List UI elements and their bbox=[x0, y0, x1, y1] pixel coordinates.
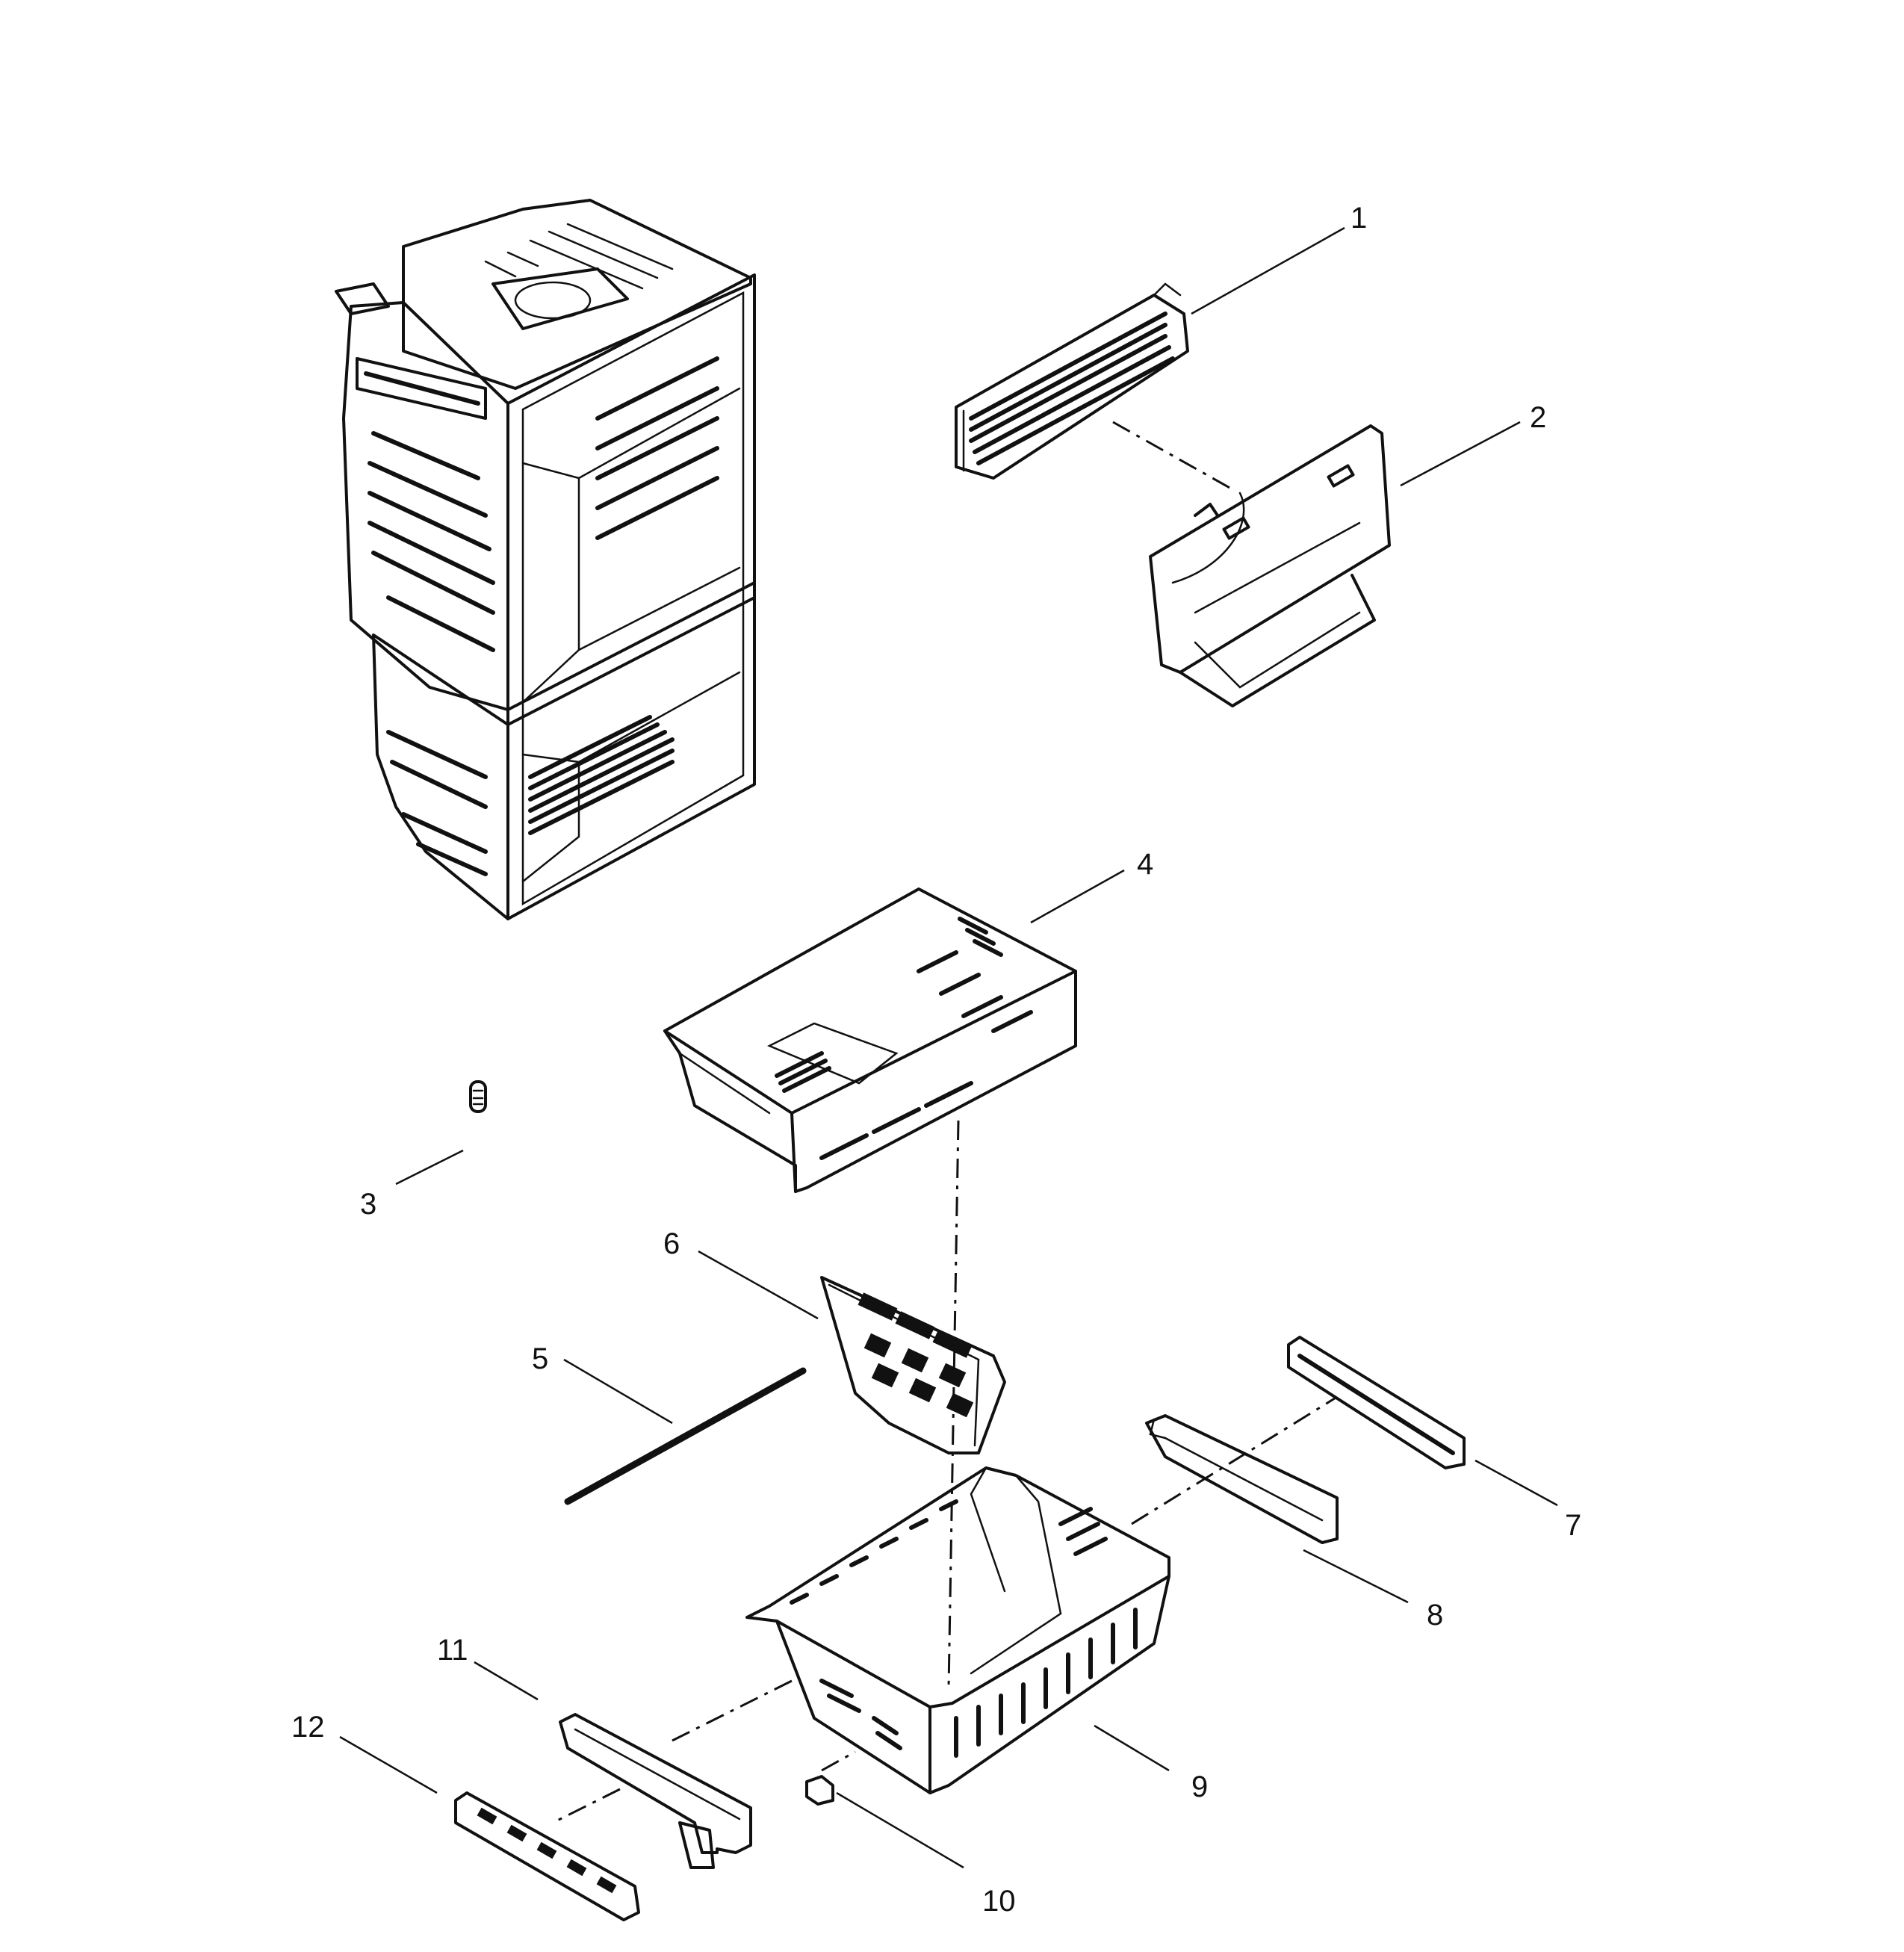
assembly-lines bbox=[552, 421, 1338, 1824]
callout-5: 5 bbox=[532, 1342, 548, 1375]
callout-labels: 1 2 3 4 5 6 7 8 9 10 11 12 bbox=[291, 202, 1581, 1918]
part-1-evaporator bbox=[955, 282, 1189, 480]
part-11-slide-rail bbox=[559, 1713, 752, 1869]
callout-8: 8 bbox=[1427, 1599, 1443, 1632]
part-12-rail-cover bbox=[454, 1791, 640, 1921]
part-4-upper-tray bbox=[663, 887, 1077, 1193]
callout-2: 2 bbox=[1530, 401, 1546, 434]
part-6-divider bbox=[820, 1276, 1006, 1454]
part-7-rail bbox=[1287, 1336, 1466, 1469]
part-3-cap bbox=[469, 1080, 487, 1113]
part-9-basket bbox=[745, 1466, 1170, 1794]
callout-11: 11 bbox=[437, 1634, 468, 1667]
callout-7: 7 bbox=[1565, 1509, 1581, 1542]
callout-4: 4 bbox=[1137, 848, 1153, 881]
callout-1: 1 bbox=[1351, 202, 1367, 235]
part-8-slide-rail bbox=[1145, 1414, 1339, 1544]
part-2-evaporator-cover bbox=[1149, 424, 1391, 707]
callout-9: 9 bbox=[1191, 1770, 1208, 1803]
callout-10: 10 bbox=[982, 1885, 1016, 1918]
leader-lines bbox=[339, 226, 1558, 1869]
callout-3: 3 bbox=[360, 1188, 376, 1221]
part-5-rod bbox=[564, 1367, 807, 1505]
part-10-clip bbox=[805, 1775, 834, 1806]
callout-12: 12 bbox=[291, 1711, 325, 1744]
cabinet-liner bbox=[335, 199, 756, 920]
callout-6: 6 bbox=[663, 1227, 680, 1260]
